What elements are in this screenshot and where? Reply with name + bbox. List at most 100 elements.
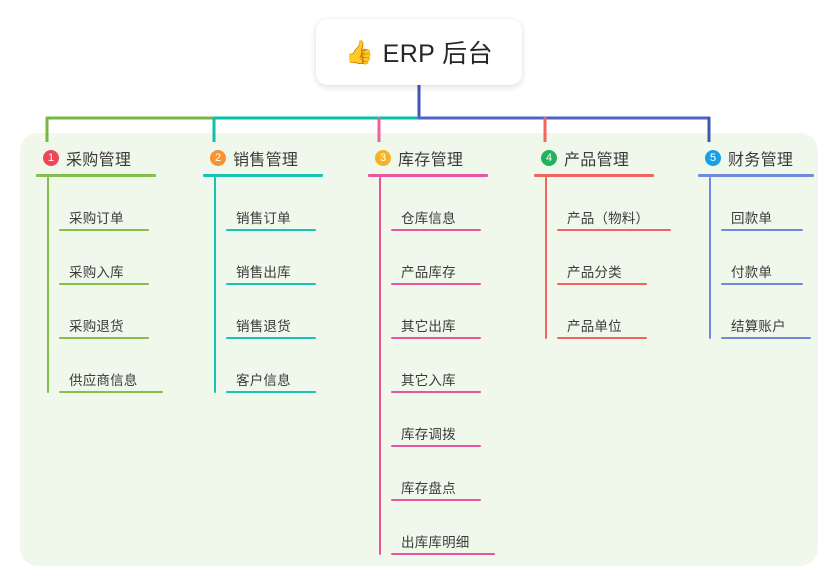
branch-column-3: 3 库存管理仓库信息产品库存其它出库其它入库库存调拨库存盘点出库库明细 <box>368 146 495 555</box>
list-item[interactable]: 产品分类 <box>557 231 655 285</box>
branch-item-rule <box>226 337 316 339</box>
branch-item-label: 采购退货 <box>69 319 124 334</box>
branch-column-2: 2 销售管理销售订单销售出库销售退货客户信息 <box>203 146 323 393</box>
list-item[interactable]: 产品单位 <box>557 285 655 339</box>
branch-item-label: 其它入库 <box>401 373 456 388</box>
list-item[interactable]: 采购订单 <box>59 177 156 231</box>
branch-item-rule <box>557 337 647 339</box>
branch-header-rule-3 <box>368 174 488 177</box>
branch-items-5: 回款单付款单结算账户 <box>709 177 814 339</box>
branch-title-1: 采购管理 <box>66 151 132 169</box>
thumbs-up-icon: 👍 <box>345 38 374 65</box>
branch-items-2: 销售订单销售出库销售退货客户信息 <box>214 177 323 393</box>
branch-item-rule <box>391 391 481 393</box>
branch-item-rule <box>557 283 647 285</box>
list-item[interactable]: 其它出库 <box>391 285 488 339</box>
branch-title-2: 销售管理 <box>233 151 299 169</box>
branch-item-rule <box>226 283 316 285</box>
branches-panel <box>20 133 818 566</box>
branch-item-label: 其它出库 <box>401 319 456 334</box>
branch-item-rule <box>391 229 481 231</box>
branch-item-rule <box>59 337 149 339</box>
list-item[interactable]: 出库库明细 <box>391 501 495 555</box>
branch-item-label: 供应商信息 <box>69 373 138 388</box>
root-node-content: 👍 ERP 后台 <box>345 34 493 70</box>
list-item[interactable]: 产品库存 <box>391 231 488 285</box>
branch-items-3: 仓库信息产品库存其它出库其它入库库存调拨库存盘点出库库明细 <box>379 177 495 555</box>
branch-header-3[interactable]: 3 库存管理 <box>368 146 488 169</box>
list-item[interactable]: 仓库信息 <box>391 177 488 231</box>
branch-header-rule-5 <box>698 174 814 177</box>
branch-item-label: 库存调拨 <box>401 427 456 442</box>
branch-item-label: 付款单 <box>731 265 773 280</box>
branch-item-rule <box>391 283 481 285</box>
branch-item-rule <box>391 499 481 501</box>
branch-header-5[interactable]: 5 财务管理 <box>698 146 814 169</box>
branch-item-rule <box>721 337 811 339</box>
branch-column-4: 4 产品管理产品（物料） 产品分类产品单位 <box>534 146 671 339</box>
list-item[interactable]: 库存盘点 <box>391 447 488 501</box>
list-item[interactable]: 产品（物料） <box>557 177 671 231</box>
branch-item-rule <box>391 337 481 339</box>
branch-item-rule <box>59 229 149 231</box>
branch-item-rule <box>391 553 495 555</box>
list-item[interactable]: 销售退货 <box>226 285 323 339</box>
list-item[interactable]: 其它入库 <box>391 339 488 393</box>
branch-item-label: 客户信息 <box>236 373 291 388</box>
branch-items-1: 采购订单采购入库采购退货供应商信息 <box>47 177 163 393</box>
branch-item-rule <box>721 229 803 231</box>
branch-badge-3: 3 <box>375 149 391 166</box>
branch-header-rule-4 <box>534 174 654 177</box>
branch-item-label: 销售退货 <box>236 319 291 334</box>
branch-item-label: 采购入库 <box>69 265 124 280</box>
list-item[interactable]: 采购入库 <box>59 231 156 285</box>
list-item[interactable]: 供应商信息 <box>59 339 163 393</box>
branch-item-label: 产品分类 <box>567 265 622 280</box>
branch-item-label: 产品（物料） <box>567 211 650 226</box>
branch-trunk-5 <box>709 177 711 339</box>
branch-header-2[interactable]: 2 销售管理 <box>203 146 323 169</box>
branch-item-label: 回款单 <box>731 211 773 226</box>
branch-item-label: 结算账户 <box>731 319 786 334</box>
branch-trunk-1 <box>47 177 49 393</box>
branch-trunk-3 <box>379 177 381 555</box>
list-item[interactable]: 销售订单 <box>226 177 323 231</box>
list-item[interactable]: 客户信息 <box>226 339 323 393</box>
branch-items-4: 产品（物料） 产品分类产品单位 <box>545 177 671 339</box>
branch-item-label: 仓库信息 <box>401 211 456 226</box>
branch-header-rule-1 <box>36 174 156 177</box>
branch-trunk-2 <box>214 177 216 393</box>
list-item[interactable]: 结算账户 <box>721 285 814 339</box>
branch-item-rule <box>226 229 316 231</box>
list-item[interactable]: 回款单 <box>721 177 814 231</box>
branch-item-label: 出库库明细 <box>401 535 470 550</box>
branch-item-label: 销售订单 <box>236 211 291 226</box>
branch-item-rule <box>59 283 149 285</box>
branch-header-4[interactable]: 4 产品管理 <box>534 146 655 169</box>
branch-badge-4: 4 <box>541 149 557 166</box>
branch-item-label: 采购订单 <box>69 211 124 226</box>
branch-badge-5: 5 <box>705 149 721 166</box>
branch-trunk-4 <box>545 177 547 339</box>
branch-item-rule <box>391 445 481 447</box>
branch-item-rule <box>59 391 163 393</box>
list-item[interactable]: 采购退货 <box>59 285 156 339</box>
branch-item-rule <box>557 229 671 231</box>
branch-header-rule-2 <box>203 174 323 177</box>
list-item[interactable]: 付款单 <box>721 231 814 285</box>
list-item[interactable]: 销售出库 <box>226 231 323 285</box>
list-item[interactable]: 库存调拨 <box>391 393 488 447</box>
branch-item-label: 库存盘点 <box>401 481 456 496</box>
branch-badge-2: 2 <box>210 149 226 166</box>
root-node-title: ERP 后台 <box>382 40 493 68</box>
branch-title-3: 库存管理 <box>398 151 464 169</box>
branch-title-5: 财务管理 <box>728 151 794 169</box>
branch-title-4: 产品管理 <box>564 151 630 169</box>
branch-item-label: 产品库存 <box>401 265 456 280</box>
branch-item-rule <box>721 283 803 285</box>
root-node-card[interactable]: 👍 ERP 后台 <box>316 19 522 85</box>
